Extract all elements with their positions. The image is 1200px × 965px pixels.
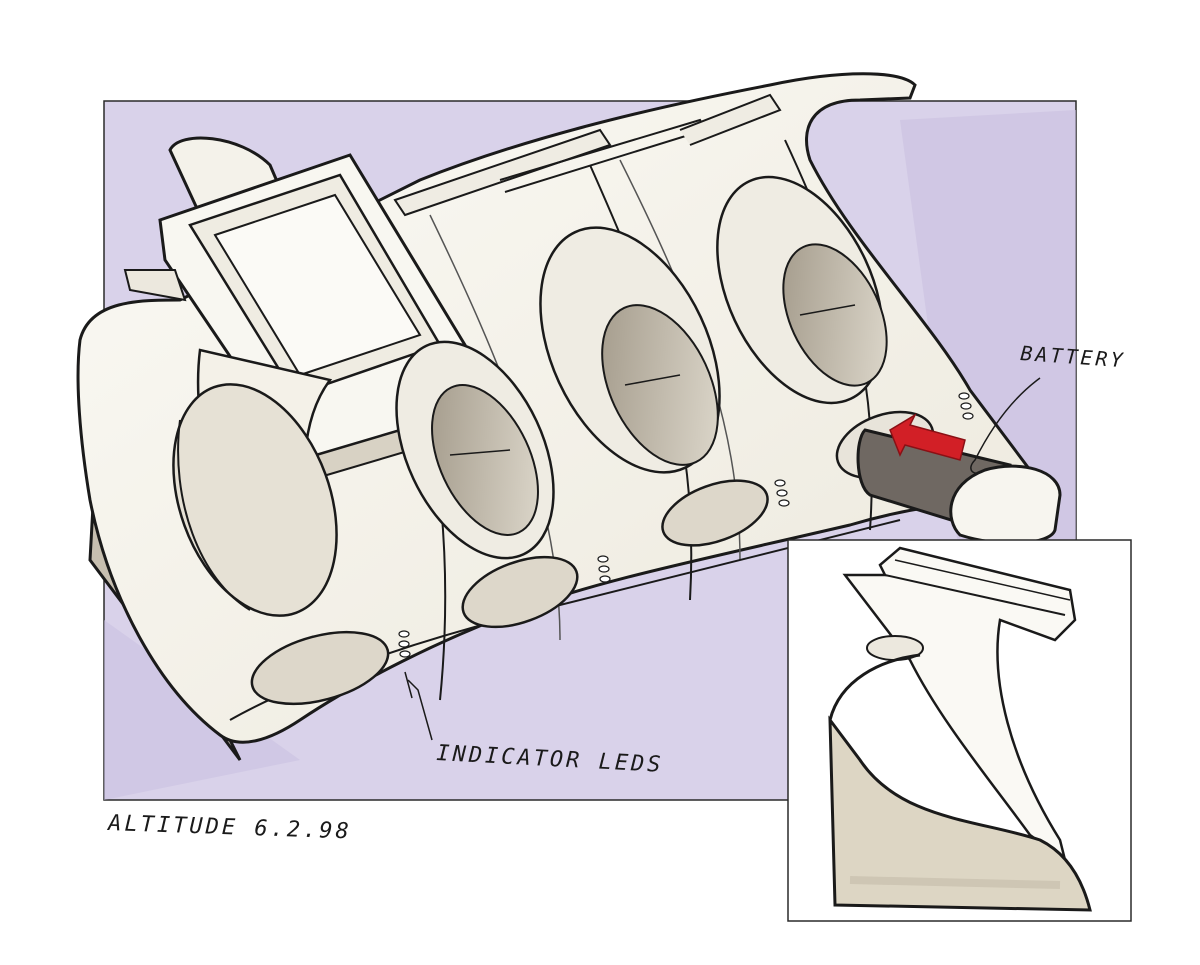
leader-lines [404, 377, 1041, 741]
charging-bay-4 [716, 175, 888, 405]
inset-detail-panel [787, 539, 1132, 922]
charging-bay-1 [172, 383, 338, 617]
indicator-leds [398, 392, 974, 658]
charging-bay-3 [539, 226, 721, 474]
battery-pack [856, 428, 1062, 545]
battery-slot-3 [661, 479, 769, 547]
charging-bay-2 [395, 340, 555, 560]
battery-slot-2 [461, 555, 579, 629]
battery-slot-1 [250, 630, 390, 706]
signature-date: ALTITUDE 6.2.98 [106, 811, 352, 845]
insert-arrow-icon [889, 413, 966, 461]
